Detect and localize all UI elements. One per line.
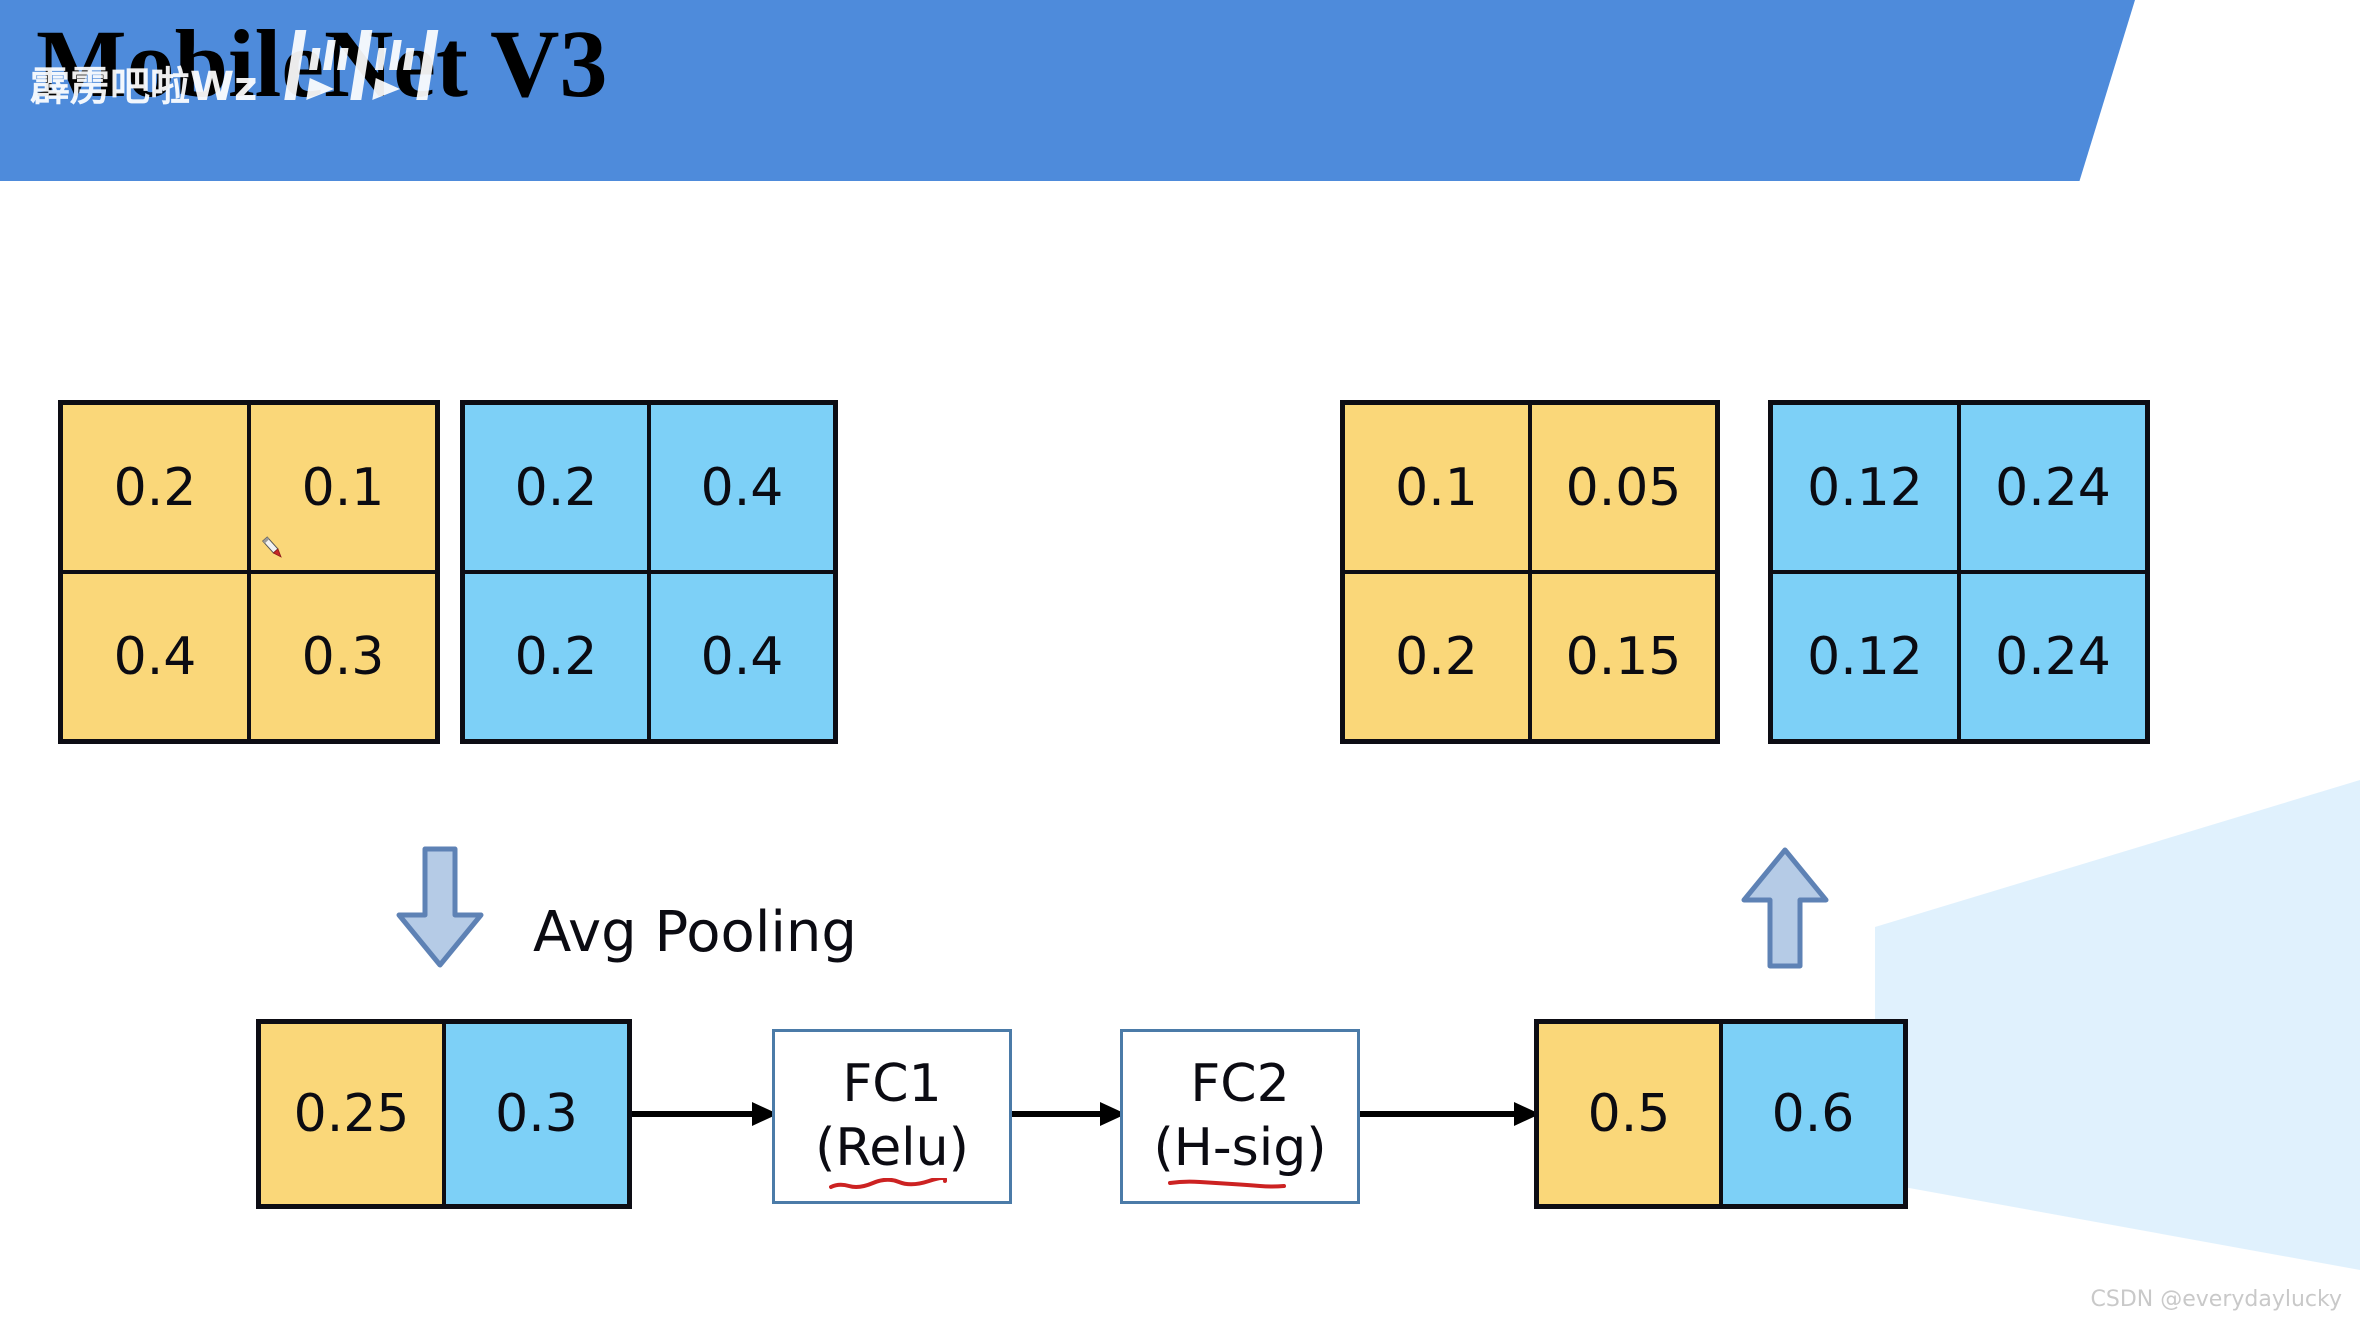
matrix-cell: 0.15 [1532, 574, 1715, 739]
matrix-cell: 0.4 [651, 405, 833, 570]
scale-vector: 0.5 0.6 [1534, 1019, 1908, 1209]
matrix-cell: 0.2 [465, 405, 647, 570]
channel-1-output-matrix: 0.1 0.05 0.2 0.15 [1340, 400, 1720, 744]
matrix-cell: 0.12 [1773, 405, 1957, 570]
decorative-wedge [1875, 780, 2360, 1270]
pooled-vector: 0.25 0.3 [256, 1019, 632, 1209]
vector-cell: 0.5 [1539, 1024, 1719, 1204]
matrix-cell: 0.2 [465, 574, 647, 739]
avg-pooling-label: Avg Pooling [533, 900, 857, 965]
arrow-right-icon [1360, 1102, 1540, 1126]
channel-1-input-matrix: 0.2 0.1 0.4 0.3 [58, 400, 440, 744]
arrow-up-icon [1741, 847, 1829, 969]
pencil-cursor-icon [262, 536, 282, 558]
spellcheck-squiggle-icon [829, 1177, 948, 1189]
fc2-activation-wrapper: (H-sig) [1153, 1117, 1327, 1189]
csdn-watermark: CSDN @everydaylucky [2090, 1287, 2342, 1312]
vector-cell: 0.25 [261, 1024, 442, 1204]
matrix-cell: 0.1 [251, 405, 435, 570]
matrix-cell: 0.24 [1961, 405, 2145, 570]
fc1-title: FC1 [842, 1054, 942, 1115]
page-title: MobileNet V3 [36, 10, 608, 117]
fc2-title: FC2 [1190, 1054, 1290, 1115]
channel-2-input-matrix: 0.2 0.4 0.2 0.4 [460, 400, 838, 744]
spellcheck-squiggle-icon [1167, 1179, 1286, 1189]
matrix-cell: 0.2 [1345, 574, 1528, 739]
fc2-activation-label: (H-sig) [1153, 1117, 1327, 1178]
matrix-cell: 0.05 [1532, 405, 1715, 570]
vector-cell: 0.3 [446, 1024, 627, 1204]
fc1-activation-wrapper: (Relu) [815, 1117, 969, 1189]
fc1-activation-label: (Relu) [815, 1117, 969, 1178]
channel-2-output-matrix: 0.12 0.24 0.12 0.24 [1768, 400, 2150, 744]
fc2-block: FC2 (H-sig) [1120, 1029, 1360, 1204]
arrow-right-icon [1012, 1102, 1126, 1126]
matrix-cell: 0.3 [251, 574, 435, 739]
fc1-block: FC1 (Relu) [772, 1029, 1012, 1204]
matrix-cell: 0.1 [1345, 405, 1528, 570]
arrow-right-icon [632, 1102, 778, 1126]
arrow-down-icon [396, 846, 484, 968]
matrix-cell: 0.4 [651, 574, 833, 739]
matrix-cell: 0.12 [1773, 574, 1957, 739]
matrix-cell: 0.24 [1961, 574, 2145, 739]
matrix-cell: 0.4 [63, 574, 247, 739]
matrix-cell: 0.2 [63, 405, 247, 570]
vector-cell: 0.6 [1723, 1024, 1903, 1204]
